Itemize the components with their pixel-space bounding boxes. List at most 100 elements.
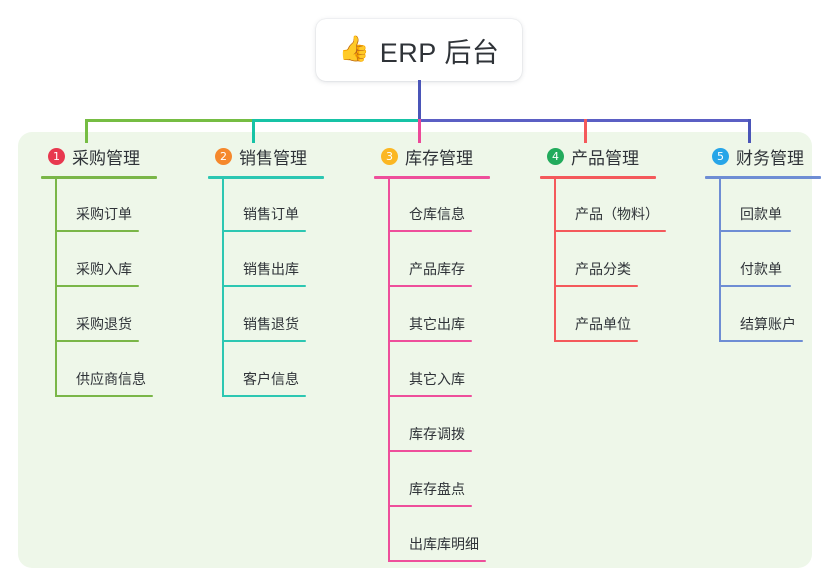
root-node[interactable]: 👍 ERP 后台 bbox=[316, 19, 522, 81]
list-item-underline bbox=[222, 340, 306, 342]
bus-green bbox=[85, 119, 253, 122]
branch-spine-2 bbox=[222, 177, 224, 397]
list-item[interactable]: 库存调拨 bbox=[388, 397, 472, 452]
stub-col-5 bbox=[748, 119, 751, 143]
list-item[interactable]: 结算账户 bbox=[719, 287, 803, 342]
branch-header-4[interactable]: 4 产品管理 bbox=[529, 144, 639, 168]
list-item[interactable]: 供应商信息 bbox=[55, 342, 153, 397]
branch-badge-3: 3 bbox=[381, 147, 398, 165]
list-item-underline bbox=[719, 285, 791, 287]
branch-title-3: 库存管理 bbox=[405, 148, 473, 168]
list-item-label: 销售订单 bbox=[243, 206, 299, 222]
branch-badge-2: 2 bbox=[215, 147, 232, 165]
list-item[interactable]: 销售出库 bbox=[222, 232, 306, 287]
list-item-label: 付款单 bbox=[740, 261, 782, 277]
list-item[interactable]: 产品分类 bbox=[554, 232, 638, 287]
list-item-underline bbox=[388, 340, 472, 342]
list-item[interactable]: 采购订单 bbox=[55, 177, 139, 232]
list-item-label: 客户信息 bbox=[243, 371, 299, 387]
list-item-underline bbox=[388, 450, 472, 452]
connector-trunk bbox=[418, 80, 421, 122]
list-item[interactable]: 采购入库 bbox=[55, 232, 139, 287]
list-item[interactable]: 库存盘点 bbox=[388, 452, 472, 507]
branch-spine-4 bbox=[554, 177, 556, 342]
branches-panel bbox=[18, 132, 812, 568]
list-item-underline bbox=[388, 560, 486, 562]
branch-column-3: 3 库存管理仓库信息产品库存其它出库其它入库库存调拨库存盘点出库库明细 bbox=[363, 144, 490, 562]
list-item-label: 结算账户 bbox=[740, 316, 796, 332]
branch-spine-1 bbox=[55, 177, 57, 397]
list-item-label: 采购订单 bbox=[76, 206, 132, 222]
branch-header-3[interactable]: 3 库存管理 bbox=[363, 144, 473, 168]
list-item-label: 销售出库 bbox=[243, 261, 299, 277]
branch-header-underline-2 bbox=[208, 176, 324, 179]
list-item-label: 仓库信息 bbox=[409, 206, 465, 222]
list-item-label: 产品单位 bbox=[575, 316, 631, 332]
list-item-label: 其它出库 bbox=[409, 316, 465, 332]
branch-badge-5: 5 bbox=[712, 147, 729, 165]
branch-badge-1: 1 bbox=[48, 147, 65, 165]
branch-header-underline-4 bbox=[540, 176, 656, 179]
list-item-label: 其它入库 bbox=[409, 371, 465, 387]
list-item-label: 产品分类 bbox=[575, 261, 631, 277]
list-item[interactable]: 销售订单 bbox=[222, 177, 306, 232]
list-item-underline bbox=[388, 505, 472, 507]
list-item-underline bbox=[388, 230, 472, 232]
list-item[interactable]: 其它入库 bbox=[388, 342, 472, 397]
list-item-underline bbox=[388, 285, 472, 287]
branch-header-underline-3 bbox=[374, 176, 490, 179]
bus-teal bbox=[253, 119, 419, 122]
list-item-underline bbox=[222, 285, 306, 287]
branch-title-4: 产品管理 bbox=[571, 148, 639, 168]
list-item-label: 回款单 bbox=[740, 206, 782, 222]
list-item-underline bbox=[222, 395, 306, 397]
list-item-label: 采购退货 bbox=[76, 316, 132, 332]
list-item[interactable]: 产品（物料） bbox=[554, 177, 666, 232]
list-item-label: 产品库存 bbox=[409, 261, 465, 277]
branch-column-2: 2 销售管理销售订单销售出库销售退货客户信息 bbox=[197, 144, 324, 397]
list-item-label: 库存盘点 bbox=[409, 481, 465, 497]
list-item-label: 销售退货 bbox=[243, 316, 299, 332]
branch-spine-3 bbox=[388, 177, 390, 562]
list-item-label: 采购入库 bbox=[76, 261, 132, 277]
list-item[interactable]: 产品库存 bbox=[388, 232, 472, 287]
branch-header-underline-5 bbox=[705, 176, 821, 179]
list-item[interactable]: 回款单 bbox=[719, 177, 791, 232]
branch-spine-5 bbox=[719, 177, 721, 342]
list-item-underline bbox=[554, 340, 638, 342]
list-item[interactable]: 其它出库 bbox=[388, 287, 472, 342]
list-item-underline bbox=[222, 230, 306, 232]
list-item[interactable]: 仓库信息 bbox=[388, 177, 472, 232]
branch-title-5: 财务管理 bbox=[736, 148, 804, 168]
list-item-label: 产品（物料） bbox=[575, 206, 659, 222]
list-item-underline bbox=[55, 285, 139, 287]
list-item[interactable]: 采购退货 bbox=[55, 287, 139, 342]
list-item-underline bbox=[55, 395, 153, 397]
list-item-underline bbox=[55, 340, 139, 342]
stub-col-2 bbox=[252, 119, 255, 143]
thumbs-up-icon: 👍 bbox=[338, 35, 370, 63]
branch-header-5[interactable]: 5 财务管理 bbox=[694, 144, 804, 168]
list-item[interactable]: 出库库明细 bbox=[388, 507, 486, 562]
list-item-label: 库存调拨 bbox=[409, 426, 465, 442]
stub-col-3 bbox=[418, 119, 421, 143]
list-item-underline bbox=[719, 230, 791, 232]
list-item[interactable]: 付款单 bbox=[719, 232, 791, 287]
list-item-label: 供应商信息 bbox=[76, 371, 146, 387]
branch-title-2: 销售管理 bbox=[239, 148, 307, 168]
list-item[interactable]: 产品单位 bbox=[554, 287, 638, 342]
list-item[interactable]: 销售退货 bbox=[222, 287, 306, 342]
branch-column-5: 5 财务管理回款单付款单结算账户 bbox=[694, 144, 821, 342]
list-item-underline bbox=[554, 230, 666, 232]
branch-header-underline-1 bbox=[41, 176, 157, 179]
list-item-underline bbox=[55, 230, 139, 232]
branch-badge-4: 4 bbox=[547, 147, 564, 165]
stub-col-4 bbox=[584, 119, 587, 143]
list-item[interactable]: 客户信息 bbox=[222, 342, 306, 397]
branch-header-2[interactable]: 2 销售管理 bbox=[197, 144, 307, 168]
list-item-underline bbox=[719, 340, 803, 342]
branch-column-4: 4 产品管理产品（物料） 产品分类产品单位 bbox=[529, 144, 666, 342]
